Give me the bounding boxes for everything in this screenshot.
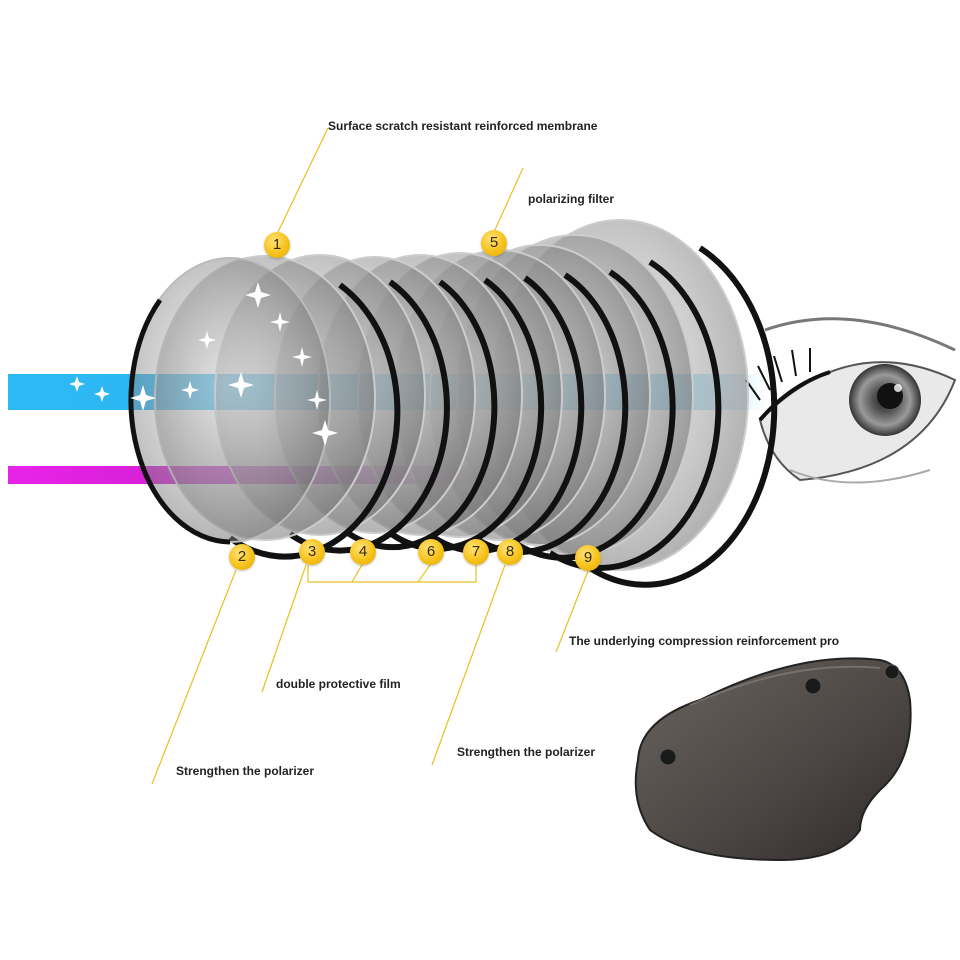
layer-badge-6: 6 (418, 539, 444, 565)
layer-badge-9: 9 (575, 545, 601, 571)
label-surface-membrane: Surface scratch resistant reinforced mem… (328, 119, 598, 133)
layer-badge-2: 2 (229, 544, 255, 570)
layer-badge-7: 7 (463, 539, 489, 565)
leader-lines (151, 127, 589, 785)
label-strengthen-right: Strengthen the polarizer (457, 745, 596, 759)
label-compression-layer: The underlying compression reinforcement… (569, 634, 840, 648)
helmet-visor-image (634, 657, 912, 862)
label-strengthen-left: Strengthen the polarizer (176, 764, 315, 778)
lens-layer-stack (128, 219, 778, 588)
layer-badge-1: 1 (264, 232, 290, 258)
layer-badge-3: 3 (299, 539, 325, 565)
sparkle-icons (69, 282, 338, 446)
layer-badge-4: 4 (350, 539, 376, 565)
label-double-film: double protective film (276, 677, 401, 691)
layer-badge-8: 8 (497, 539, 523, 565)
layer-badge-5: 5 (481, 230, 507, 256)
eye-illustration (745, 317, 957, 484)
label-polarizing-filter: polarizing filter (528, 192, 615, 206)
